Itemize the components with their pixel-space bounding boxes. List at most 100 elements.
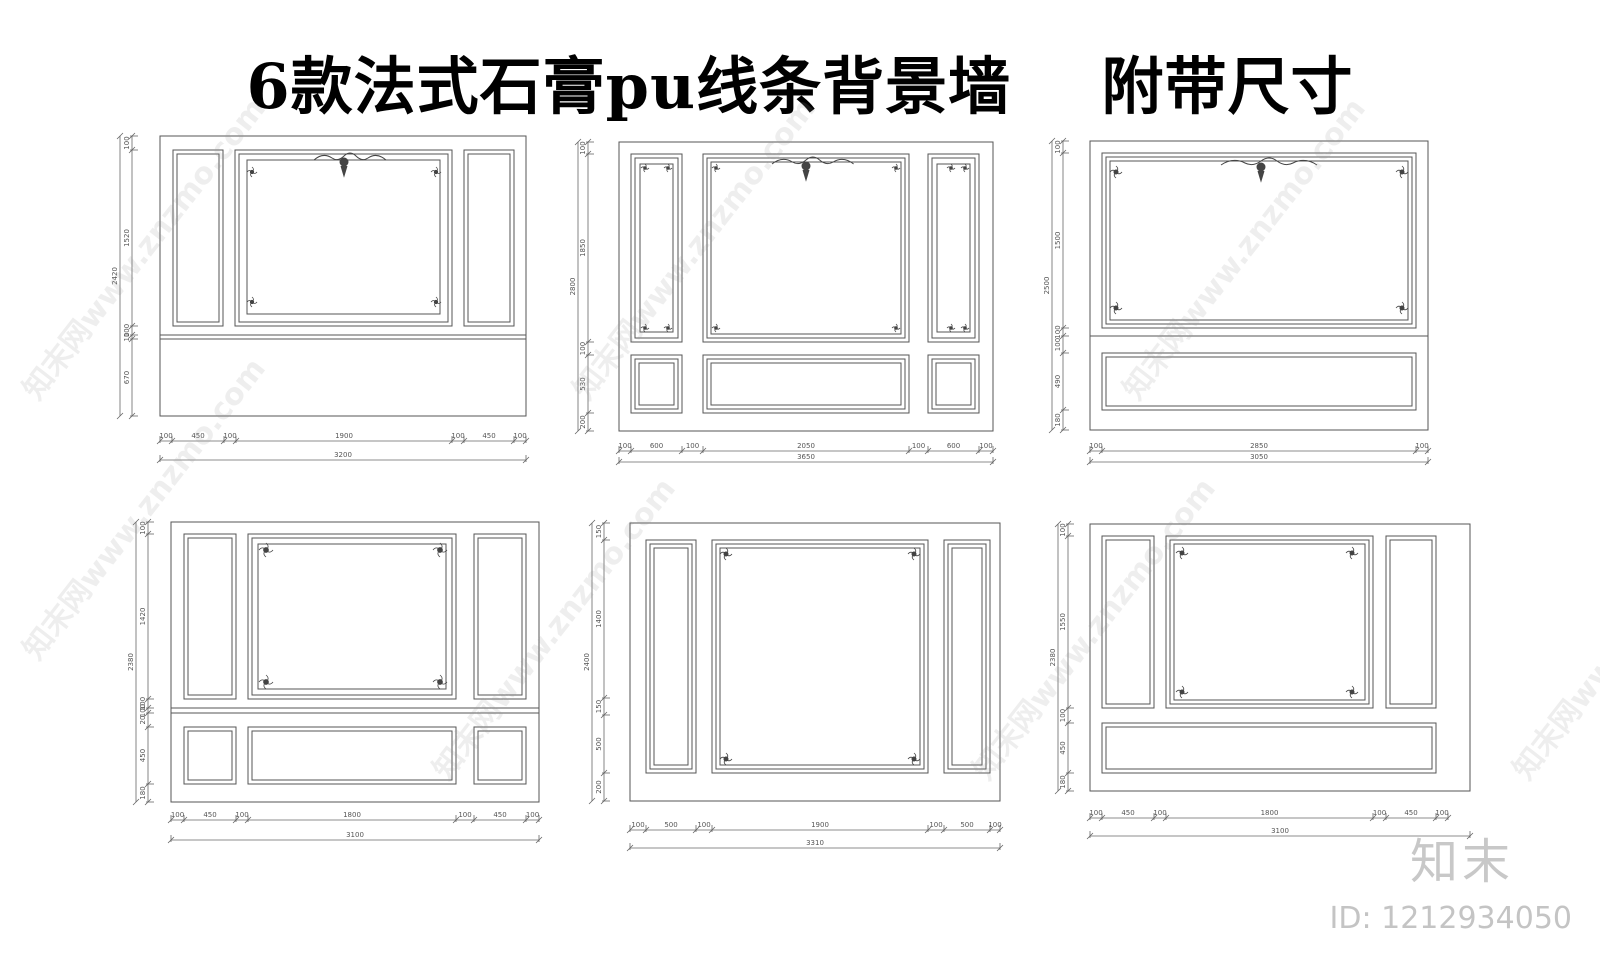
wall-elevation-6 (1089, 523, 1471, 792)
dimension-label: 450 (482, 432, 495, 440)
ornament-icon (663, 163, 673, 173)
dimension-label: 670 (123, 371, 131, 384)
dimension-label: 100 (579, 141, 587, 154)
lower-panel-right (927, 354, 980, 414)
crest-ornament-icon (771, 156, 854, 182)
dimension-label: 450 (493, 811, 506, 819)
dimension-label: 100 (631, 821, 644, 829)
dimension-label: 100 (139, 704, 147, 717)
upper-panel-left (630, 153, 683, 343)
ornament-icon (891, 163, 901, 173)
ornament-icon (891, 323, 901, 333)
dimension-label: 3100 (1271, 827, 1289, 835)
dimension-label: 150 (595, 700, 603, 713)
lower-panel-center (247, 726, 457, 785)
ornament-icon (246, 166, 258, 178)
overall-height-dimension (574, 138, 582, 435)
dimension-label: 100 (912, 442, 925, 450)
brand-logo: 知末 (1409, 834, 1514, 890)
upper-panel-center (247, 533, 457, 700)
dimension-label: 200 (595, 780, 603, 793)
upper-panel-right (473, 533, 527, 700)
dimension-label: 200 (579, 415, 587, 428)
ornament-icon (946, 323, 956, 333)
dimension-label: 1520 (123, 229, 131, 247)
ornament-icon (663, 323, 673, 333)
ornament-icon (640, 323, 650, 333)
side-panel-right (463, 149, 515, 327)
upper-panel-left (1101, 535, 1155, 709)
top-dimension-chain-3 (1086, 446, 1432, 455)
dimension-label: 450 (203, 811, 216, 819)
overall-height-dimension (1048, 137, 1056, 434)
ornament-icon (719, 752, 733, 766)
dimension-label: 100 (1054, 338, 1062, 351)
dimension-label: 450 (1404, 809, 1417, 817)
ornament-icon (246, 296, 258, 308)
lower-panel-right (473, 726, 527, 785)
upper-panel-center (702, 153, 910, 343)
dimension-label: 10 (123, 333, 131, 342)
overall-height-dimension (1054, 520, 1062, 795)
dimension-label: 100 (1054, 325, 1062, 338)
dimension-label: 100 (1054, 140, 1062, 153)
dimension-label: 2380 (127, 653, 135, 671)
ornament-icon (1109, 165, 1123, 179)
dimension-label: 100 (618, 442, 631, 450)
dimension-label: 3050 (1250, 453, 1268, 461)
wall-elevation-4 (170, 521, 540, 803)
dimension-label: 180 (1059, 775, 1067, 788)
overall-width-dimension-4 (167, 835, 543, 844)
dimension-label: 100 (526, 811, 539, 819)
dimension-label: 20 (139, 716, 147, 725)
overall-width-dimension-5 (626, 843, 1004, 852)
dimension-label: 1800 (343, 811, 361, 819)
dimension-label: 100 (235, 811, 248, 819)
dimension-label: 100 (223, 432, 236, 440)
ornament-icon (946, 163, 956, 173)
upper-panel-left (183, 533, 237, 700)
upper-panel (1101, 152, 1417, 329)
dimension-label: 100 (1059, 523, 1067, 536)
ornament-icon (1395, 165, 1409, 179)
ornament-icon (711, 323, 721, 333)
dimension-label: 3650 (797, 453, 815, 461)
lower-panel-left (630, 354, 683, 414)
dimension-label: 100 (123, 136, 131, 149)
dimension-label: 1400 (595, 610, 603, 628)
page-title: 6款法式石膏pu线条背景墙 附带尺寸 (246, 50, 1354, 123)
dimension-label: 100 (579, 342, 587, 355)
overall-width-dimension-2 (615, 457, 997, 466)
dimension-label: 100 (697, 821, 710, 829)
dimension-label: 1420 (139, 608, 147, 626)
dimension-label: 100 (123, 324, 131, 337)
center-panel (234, 149, 453, 327)
dimension-label: 180 (139, 786, 147, 799)
dimension-label: 100 (929, 821, 942, 829)
dimension-label: 100 (171, 811, 184, 819)
top-dimension-chain-4 (167, 815, 543, 824)
upper-panel-right (1385, 535, 1437, 709)
dimension-label: 100 (139, 521, 147, 534)
dimension-label: 100 (451, 432, 464, 440)
dimension-label: 500 (960, 821, 973, 829)
dimension-label: 450 (139, 749, 147, 762)
dimension-label: 100 (1059, 709, 1067, 722)
ornament-icon (430, 296, 442, 308)
left-dimension-chain-5 (600, 519, 610, 805)
dimension-label: 1800 (1261, 809, 1279, 817)
wall-elevation-1 (159, 135, 527, 417)
ornament-icon (907, 547, 921, 561)
overall-height-dimension (132, 518, 140, 806)
top-dimension-chain-1 (156, 436, 530, 445)
ornament-icon (1175, 685, 1189, 699)
dimension-label: 500 (664, 821, 677, 829)
dimension-label: 100 (686, 442, 699, 450)
overall-height-dimension (588, 519, 596, 805)
ornament-icon (1345, 546, 1359, 560)
left-dimension-chain-3 (1059, 137, 1069, 434)
lower-panel-left (183, 726, 237, 785)
dimension-label: 100 (513, 432, 526, 440)
wall-elevation-3 (1089, 140, 1429, 431)
